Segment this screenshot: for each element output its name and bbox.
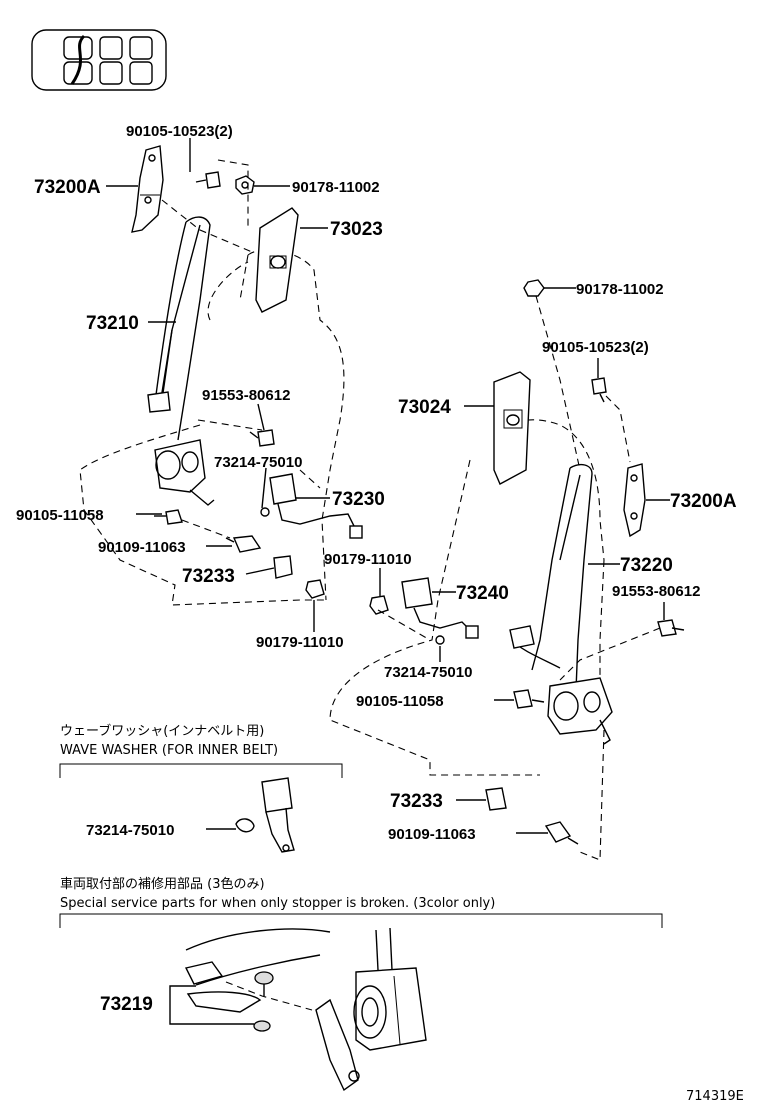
bolt-90105-11058-left bbox=[154, 509, 183, 525]
cover-73233-left bbox=[273, 555, 293, 579]
label-90179-11010-b: 90179-11010 bbox=[256, 634, 344, 651]
bolt-91553-80612-right bbox=[657, 619, 685, 637]
left-fasteners bbox=[154, 171, 325, 599]
label-73233-left: 73233 bbox=[182, 566, 235, 587]
seat-layout-icon bbox=[31, 29, 167, 91]
label-73024: 73024 bbox=[398, 397, 451, 418]
wave-washer-section bbox=[59, 763, 343, 853]
part-73023-cover bbox=[255, 207, 299, 313]
part-73220-belt bbox=[509, 463, 593, 691]
bolt-90109-11063-left bbox=[225, 535, 262, 553]
nut-90178-11002-right bbox=[523, 279, 545, 297]
bolt-90105-11058-right bbox=[513, 689, 545, 709]
label-73219: 73219 bbox=[100, 994, 153, 1015]
wave-washer-note-en: WAVE WASHER (FOR INNER BELT) bbox=[60, 743, 278, 758]
label-90179-11010-a: 90179-11010 bbox=[324, 551, 412, 568]
part-73200A-left-adjuster bbox=[131, 145, 164, 233]
label-90109-11063-right: 90109-11063 bbox=[388, 826, 476, 843]
label-90105-11058-right: 90105-11058 bbox=[356, 693, 444, 710]
washer-73214-75010-a bbox=[260, 507, 270, 517]
special-service-section bbox=[59, 913, 663, 1092]
label-73200A-left: 73200A bbox=[34, 177, 101, 198]
label-73230: 73230 bbox=[332, 489, 385, 510]
leader-lines bbox=[106, 138, 670, 834]
cover-73233-right bbox=[485, 787, 507, 811]
bolt-90109-11063-right bbox=[544, 821, 579, 845]
service-note-jp: 車両取付部の補修用部品 (3色のみ) bbox=[60, 876, 265, 892]
label-73210: 73210 bbox=[86, 313, 139, 334]
label-90105-10523-right: 90105-10523(2) bbox=[542, 339, 649, 356]
stopper-button-73219 bbox=[253, 971, 274, 1032]
label-73233-right: 73233 bbox=[390, 791, 443, 812]
diagram-code: 714319E bbox=[686, 1089, 744, 1104]
service-belt-parts bbox=[184, 927, 427, 1092]
label-90178-11002-top: 90178-11002 bbox=[292, 179, 380, 196]
label-90109-11063-left: 90109-11063 bbox=[98, 539, 186, 556]
part-73024-cover bbox=[493, 371, 531, 485]
label-73200A-right: 73200A bbox=[670, 491, 737, 512]
part-73210-belt bbox=[147, 216, 211, 441]
bolt-91553-80612-left bbox=[249, 429, 275, 447]
label-73214-75010-a: 73214-75010 bbox=[214, 454, 302, 471]
part-73240-buckle bbox=[401, 577, 479, 639]
label-90105-10523-top: 90105-10523(2) bbox=[126, 123, 233, 140]
assembly-dashed-lines bbox=[161, 159, 661, 861]
label-90105-11058-left: 90105-11058 bbox=[16, 507, 104, 524]
label-91553-80612-right: 91553-80612 bbox=[612, 583, 700, 600]
right-fasteners bbox=[369, 279, 685, 845]
inner-belt-buckle-detail bbox=[235, 777, 295, 853]
bolt-90105-10523-right bbox=[591, 377, 607, 403]
right-retractor bbox=[547, 677, 613, 745]
label-73214-75010-b: 73214-75010 bbox=[384, 664, 472, 681]
label-90178-11002-right: 90178-11002 bbox=[576, 281, 664, 298]
part-labels: 90105-10523(2) 73200A 90178-11002 73023 … bbox=[16, 123, 737, 1015]
label-73214-75010-c: 73214-75010 bbox=[86, 822, 174, 839]
left-retractor bbox=[154, 439, 215, 506]
nut-90179-11010-right bbox=[369, 595, 389, 615]
part-73200A-right-adjuster bbox=[623, 463, 646, 538]
label-73220: 73220 bbox=[620, 555, 673, 576]
bolt-90105-10523-left bbox=[195, 171, 221, 189]
nut-90179-11010-left bbox=[305, 579, 325, 599]
label-91553-80612-left: 91553-80612 bbox=[202, 387, 290, 404]
label-73240: 73240 bbox=[456, 583, 509, 604]
washer-73214-75010-b bbox=[435, 635, 445, 645]
part-73230-buckle bbox=[269, 473, 363, 539]
label-73023: 73023 bbox=[330, 219, 383, 240]
wave-washer-note-jp: ウェーブワッシャ(インナベルト用) bbox=[60, 723, 264, 739]
nut-90178-11002-left bbox=[235, 175, 255, 195]
section-notes: ウェーブワッシャ(インナベルト用) WAVE WASHER (FOR INNER… bbox=[60, 723, 495, 911]
service-note-en: Special service parts for when only stop… bbox=[60, 896, 495, 911]
